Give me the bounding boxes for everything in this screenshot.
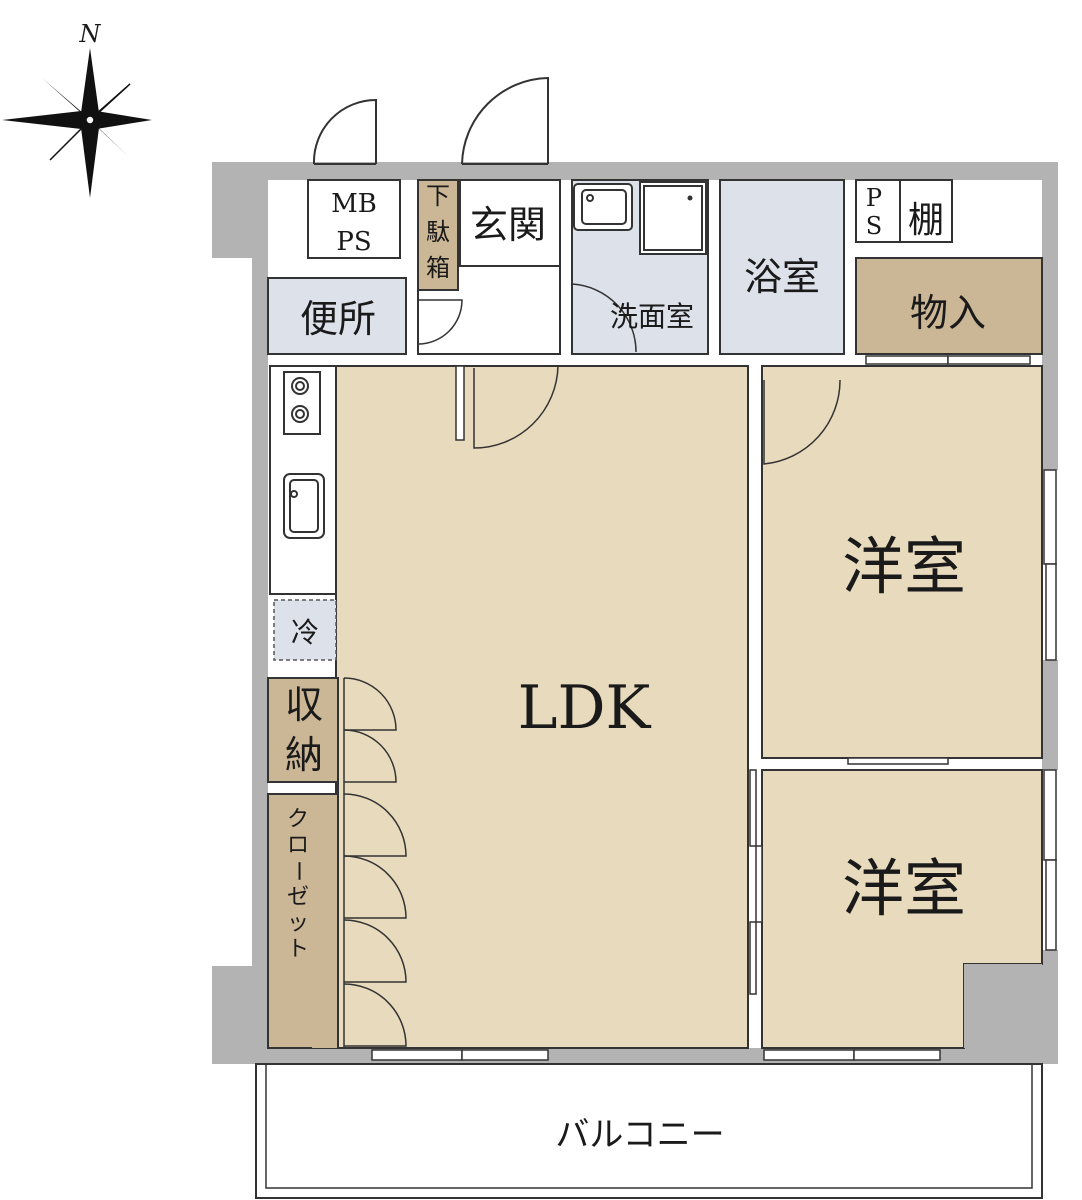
shelf-area <box>899 179 953 243</box>
closet-door-arcs <box>343 677 407 1047</box>
washroom-label: 洗面室 <box>610 300 694 333</box>
ldk-label: LDK <box>518 673 652 743</box>
closet-label-2: ロ <box>287 833 309 858</box>
mb-ps-closet <box>307 179 401 259</box>
western-room-1-floor <box>761 365 1043 759</box>
western-room-1-label: 洋室 <box>842 530 966 603</box>
storage-label: 物入 <box>910 291 986 335</box>
closet-label-3: ー <box>285 860 310 882</box>
ps-small-label-1: P <box>866 184 882 212</box>
kitchen-sink-icon <box>283 473 325 539</box>
closet-storage-label-1: 収 <box>285 683 323 727</box>
closet-label-6: ト <box>287 937 309 962</box>
closet-label-4: ゼ <box>287 885 309 910</box>
storage-room <box>855 257 1043 355</box>
ps-small <box>855 179 901 243</box>
sliding-doors <box>749 757 949 995</box>
closet-storage-label-2: 納 <box>285 733 323 777</box>
compass-icon <box>2 48 152 198</box>
balcony <box>255 1063 1043 1199</box>
compass-north-label: N <box>79 20 102 48</box>
shoe-box <box>417 179 459 291</box>
stove-icon <box>283 371 321 435</box>
shoe-box-label-2: 駄 <box>426 218 450 246</box>
wash-basin-icon <box>573 183 633 231</box>
entrance-floor <box>459 179 561 267</box>
shelf-label: 棚 <box>908 200 944 241</box>
entrance-label: 玄関 <box>470 203 546 247</box>
western-room-2-label: 洋室 <box>842 852 966 925</box>
mb-label: MB <box>331 189 377 219</box>
closet-label-1: ク <box>287 807 309 832</box>
closet-storage <box>267 677 339 783</box>
bathroom-label: 浴室 <box>744 255 820 299</box>
bathroom-floor <box>719 179 845 355</box>
shoe-box-label-3: 箱 <box>426 254 450 282</box>
ps-label: PS <box>336 227 371 257</box>
shoe-box-label-1: 下 <box>426 182 450 210</box>
windows <box>371 355 1057 1061</box>
fridge-space <box>273 599 337 661</box>
closet-label-5: ッ <box>287 911 309 936</box>
toilet-label: 便所 <box>300 297 376 341</box>
toilet-floor <box>267 277 407 355</box>
western-room-1-door-arc <box>763 379 841 465</box>
mb-door-arc <box>312 98 377 165</box>
ps-small-label-2: S <box>866 212 882 240</box>
fridge-label: 冷 <box>291 616 319 649</box>
ldk-door-arc <box>473 365 559 449</box>
washing-machine-space <box>639 181 707 255</box>
front-door-arc <box>461 76 549 165</box>
balcony-label: バルコニー <box>555 1115 724 1155</box>
washroom-door-arc <box>571 283 637 353</box>
toilet-door-arc <box>417 299 463 345</box>
